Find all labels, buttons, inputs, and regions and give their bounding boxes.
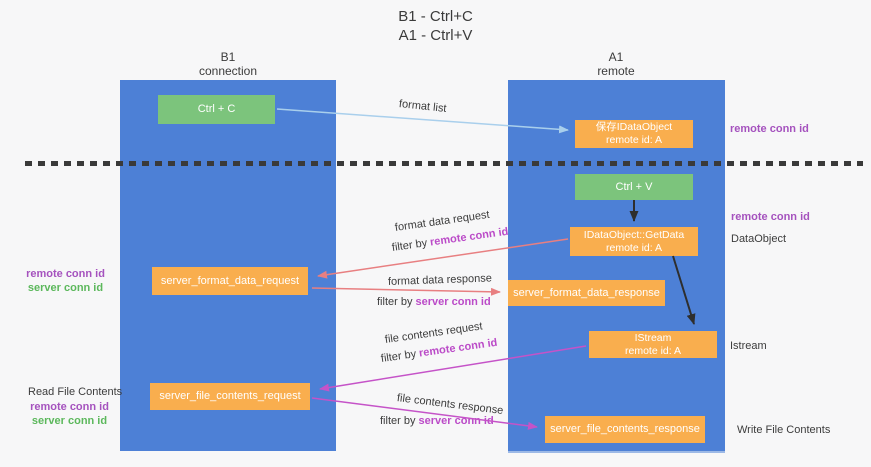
server-file-contents-request-box: server_file_contents_request — [150, 383, 310, 410]
filter-by-text: filter by — [377, 296, 416, 308]
server-format-data-request-label: server_format_data_request — [160, 274, 300, 287]
istream-line2: remote id: A — [624, 344, 682, 357]
save-idataobject-line2: remote id: A — [605, 134, 663, 146]
annotation-read-file-contents: Read File Contents — [28, 386, 123, 398]
label-filter-server-2: filter by server conn id — [380, 415, 494, 427]
filter-by-text: filter by — [380, 415, 419, 427]
idataobject-getdata-box: IDataObject::GetData remote id: A — [570, 227, 698, 256]
annotation-left-bottom-remote-conn-id: remote conn id — [30, 401, 109, 413]
server-file-contents-response-box: server_file_contents_response — [545, 416, 705, 443]
annotation-left-remote-conn-id: remote conn id — [26, 268, 105, 280]
server-format-data-response-box: server_format_data_response — [508, 280, 665, 306]
server-format-data-response-label: server_format_data_response — [513, 286, 660, 299]
filter-by-text: filter by — [391, 236, 431, 254]
istream-box: IStream remote id: A — [589, 331, 717, 358]
lane-header-a1: A1 remote — [556, 50, 676, 78]
label-file-contents-response: file contents response — [396, 392, 504, 417]
istream-line1: IStream — [634, 331, 672, 344]
title-line-1: B1 - Ctrl+C — [398, 8, 473, 25]
lane-b1-name: B1 — [220, 50, 236, 64]
ctrl-v-box: Ctrl + V — [575, 174, 693, 200]
getdata-line2: remote id: A — [605, 241, 663, 254]
annotation-left-server-conn-id: server conn id — [27, 282, 104, 294]
label-filter-server-1: filter by server conn id — [377, 296, 491, 308]
server-file-contents-response-label: server_file_contents_response — [550, 423, 700, 435]
dashed-divider — [25, 161, 863, 166]
annotation-dataobject: DataObject — [731, 233, 787, 245]
lane-a1-subtitle: remote — [597, 64, 635, 78]
annotation-left-bottom-server-conn-id: server conn id — [31, 415, 108, 427]
remote-conn-id-highlight: remote conn id — [429, 225, 510, 249]
ctrl-c-box: Ctrl + C — [158, 95, 275, 124]
save-idataobject-line1: 保存IDataObject — [595, 121, 673, 133]
server-format-data-request-box: server_format_data_request — [152, 267, 308, 295]
server-conn-id-highlight: server conn id — [415, 296, 491, 308]
getdata-line1: IDataObject::GetData — [583, 228, 685, 241]
annotation-remote-conn-id-top: remote conn id — [730, 123, 809, 135]
server-file-contents-request-label: server_file_contents_request — [159, 390, 301, 402]
annotation-write-file-contents: Write File Contents — [737, 424, 831, 436]
annotation-remote-conn-id-mid: remote conn id — [731, 211, 810, 223]
arrow-format-data-response — [311, 287, 501, 296]
server-conn-id-highlight: server conn id — [418, 415, 494, 427]
lane-header-b1: B1 connection — [168, 50, 288, 78]
diagram-title: B1 - Ctrl+C A1 - Ctrl+V — [0, 7, 871, 45]
ctrl-v-label: Ctrl + V — [615, 180, 653, 193]
annotation-istream: Istream — [730, 340, 767, 352]
save-idataobject-box: 保存IDataObject remote id: A — [575, 120, 693, 148]
label-format-data-response: format data response — [387, 272, 493, 288]
lane-a1-name: A1 — [608, 50, 624, 64]
title-line-2: A1 - Ctrl+V — [398, 27, 473, 44]
lane-b1-subtitle: connection — [198, 64, 258, 78]
ctrl-c-label: Ctrl + C — [197, 103, 236, 115]
filter-by-text: filter by — [380, 347, 420, 365]
label-format-list: format list — [398, 98, 448, 115]
remote-conn-id-highlight: remote conn id — [418, 336, 499, 360]
